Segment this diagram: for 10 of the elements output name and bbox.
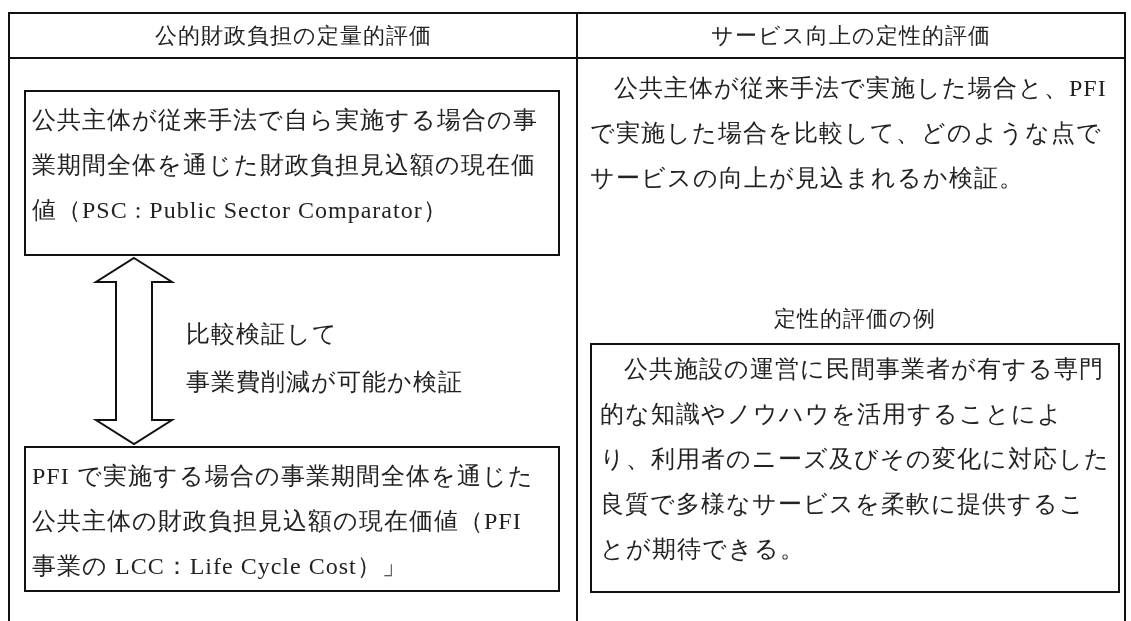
header-cell-text: サービス向上の定性的評価: [710, 22, 992, 50]
box-heading: 定性的評価の例: [773, 305, 937, 333]
header-cell-text: 公的財政負担の定量的評価: [153, 22, 433, 50]
text-box: 公共施設の運営に民間事業者が有する専門的な知識やノウハウを活用することにより、利用者のニーズ及びその変化に対応した良質で多様なサービスを柔軟に提供することが期待できる。: [590, 343, 1120, 593]
note-text: 比較検証して: [186, 320, 339, 349]
text-box: PFI で実施する場合の事業期間全体を通じた公共主体の財政負担見込額の現在価値（PFI 事業の LCC：Life Cycle Cost）」: [24, 446, 560, 592]
text-box: 公共主体が従来手法で自ら実施する場合の事業期間全体を通じた財政負担見込額の現在価値（PSC : Public Sector Comparator）: [24, 90, 560, 256]
note-text: 事業費削減が可能か検証: [186, 368, 464, 397]
paragraph: 公共主体が従来手法で実施した場合と、PFI で実施した場合を比較して、どのような点でサービスの向上が見込まれるか検証。: [590, 74, 1108, 193]
double-arrow: [92, 256, 176, 446]
